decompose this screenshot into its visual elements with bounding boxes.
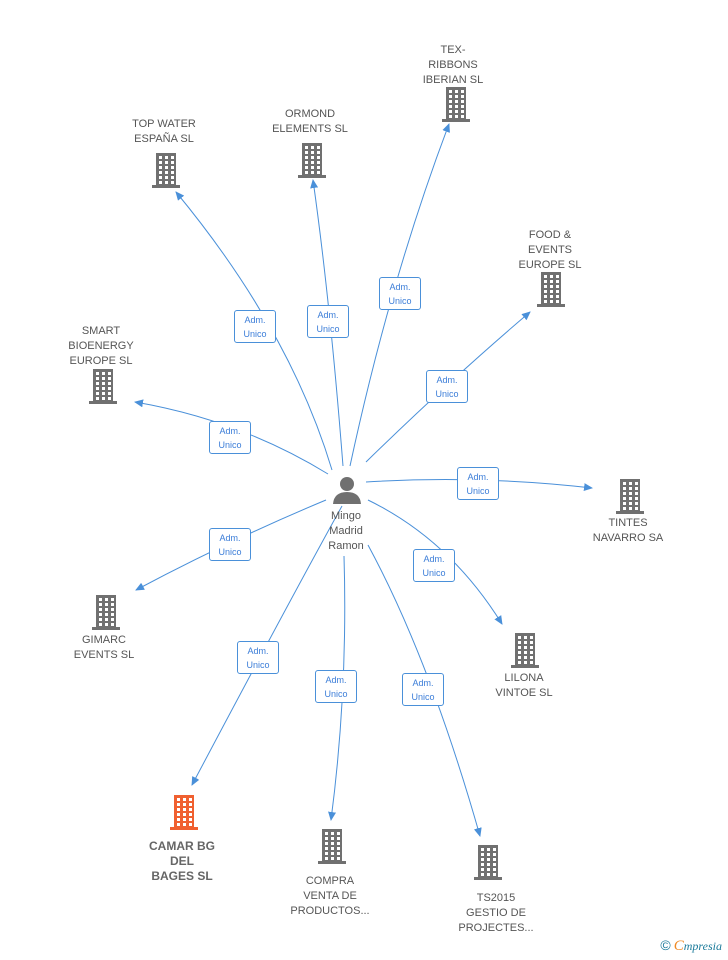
- relation-badge[interactable]: Adm. Unico: [209, 421, 251, 454]
- relation-badge[interactable]: Adm. Unico: [402, 673, 444, 706]
- company-label-tintes-navarro[interactable]: TINTES NAVARRO SA: [592, 517, 664, 544]
- relation-badge[interactable]: Adm. Unico: [457, 467, 499, 500]
- copyright-icon: ©: [660, 937, 671, 953]
- building-icon[interactable]: [442, 87, 470, 122]
- relation-badge[interactable]: Adm. Unico: [426, 370, 468, 403]
- company-label-ts2015[interactable]: TS2015 GESTIO DE PROJECTES...: [458, 892, 534, 934]
- company-label-camar-bg[interactable]: CAMAR BG DEL BAGES SL: [149, 839, 215, 883]
- building-icon[interactable]: [152, 153, 180, 188]
- building-icon[interactable]: [616, 479, 644, 514]
- relation-badge[interactable]: Adm. Unico: [379, 277, 421, 310]
- relation-badge[interactable]: Adm. Unico: [234, 310, 276, 343]
- relation-badge[interactable]: Adm. Unico: [237, 641, 279, 674]
- company-label-tex-ribbons[interactable]: TEX- RIBBONS IBERIAN SL: [422, 44, 484, 86]
- person-icon[interactable]: [333, 477, 361, 504]
- company-label-gimarc[interactable]: GIMARC EVENTS SL: [73, 634, 135, 661]
- brand-watermark: ©Cmpresia: [660, 937, 722, 954]
- company-label-lilona[interactable]: LILONA VINTOE SL: [495, 672, 553, 699]
- relation-badge[interactable]: Adm. Unico: [307, 305, 349, 338]
- relation-badge[interactable]: Adm. Unico: [315, 670, 357, 703]
- relation-badge[interactable]: Adm. Unico: [413, 549, 455, 582]
- company-label-smart-bioenergy[interactable]: SMART BIOENERGY EUROPE SL: [68, 325, 134, 367]
- company-label-ormond[interactable]: ORMOND ELEMENTS SL: [272, 108, 348, 135]
- person-name[interactable]: Mingo Madrid Ramon: [328, 510, 364, 552]
- building-icon[interactable]: [511, 633, 539, 668]
- building-icon[interactable]: [170, 795, 198, 830]
- building-icon[interactable]: [92, 595, 120, 630]
- building-icon[interactable]: [318, 829, 346, 864]
- company-label-food-events[interactable]: FOOD & EVENTS EUROPE SL: [518, 229, 582, 271]
- building-icon[interactable]: [474, 845, 502, 880]
- company-label-top-water[interactable]: TOP WATER ESPAÑA SL: [132, 118, 196, 145]
- building-icon[interactable]: [298, 143, 326, 178]
- company-label-compra-venta[interactable]: COMPRA VENTA DE PRODUCTOS...: [290, 875, 370, 917]
- relation-badge[interactable]: Adm. Unico: [209, 528, 251, 561]
- edge-camar-bg: [191, 505, 343, 786]
- building-icon[interactable]: [537, 272, 565, 307]
- building-icon[interactable]: [89, 369, 117, 404]
